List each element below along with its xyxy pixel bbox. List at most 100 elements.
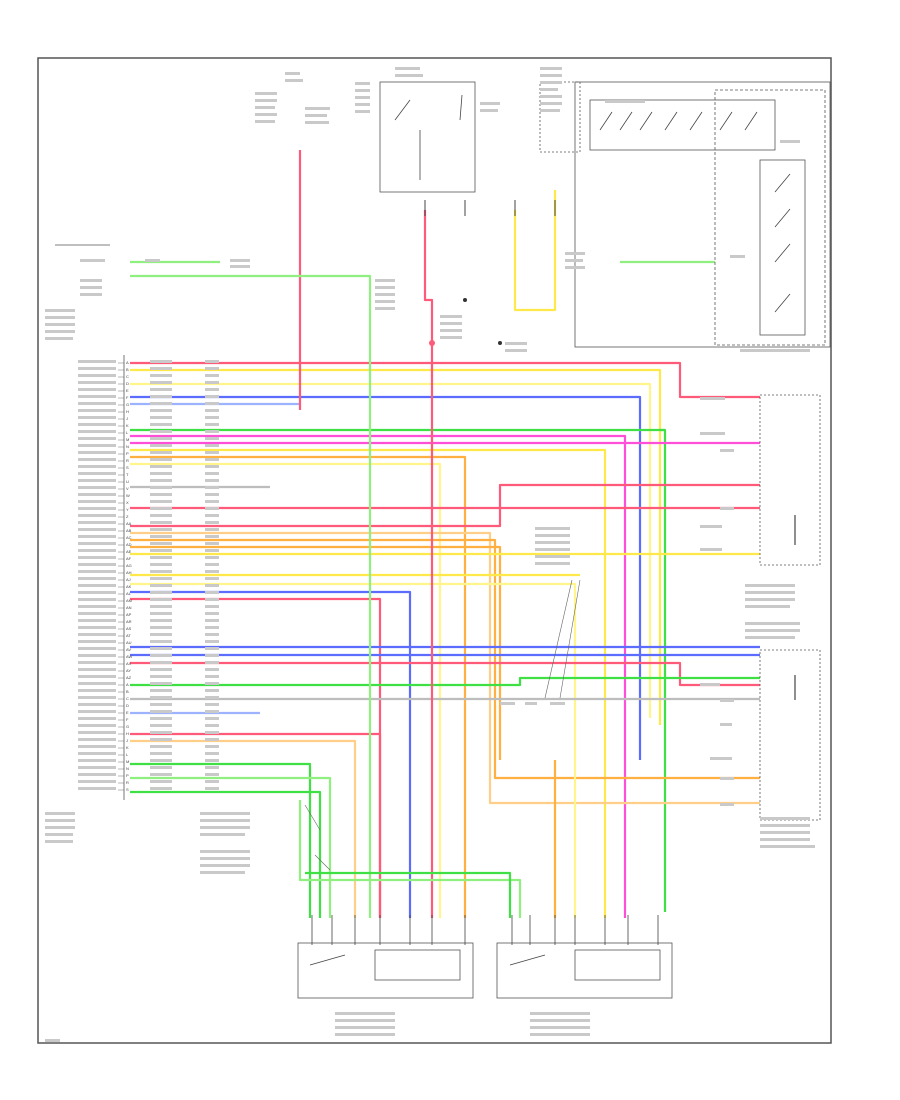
pin-id: AX bbox=[126, 661, 132, 666]
wire-code bbox=[205, 360, 219, 363]
right-label bbox=[720, 449, 734, 452]
right-label bbox=[760, 845, 815, 848]
wire-run bbox=[130, 590, 412, 918]
pin-id: N bbox=[126, 444, 129, 449]
top-label bbox=[305, 107, 330, 110]
pin-id: V bbox=[126, 486, 129, 491]
wire-run bbox=[130, 762, 312, 918]
wire-code bbox=[150, 584, 172, 587]
top-label bbox=[780, 140, 800, 143]
pin-id: D bbox=[126, 381, 129, 386]
mid-label bbox=[230, 265, 250, 268]
wire-code bbox=[205, 591, 219, 594]
wire-code bbox=[205, 388, 219, 391]
wire-run bbox=[130, 776, 332, 918]
wire-code bbox=[205, 465, 219, 468]
wire-code bbox=[150, 458, 172, 461]
wire-code bbox=[205, 619, 219, 622]
wire-run bbox=[130, 434, 627, 918]
wire-code bbox=[150, 395, 172, 398]
top-label bbox=[480, 109, 498, 112]
bottom-label bbox=[530, 1033, 590, 1036]
bottom-right-module bbox=[496, 942, 673, 999]
wire-code bbox=[205, 472, 219, 475]
pin-label bbox=[78, 696, 116, 699]
bottom-left-module bbox=[297, 942, 474, 999]
top-label bbox=[255, 106, 275, 109]
pin-id: X bbox=[126, 500, 129, 505]
right-label bbox=[745, 591, 795, 594]
wire-code bbox=[150, 703, 172, 706]
wire-code bbox=[150, 724, 172, 727]
wire-code bbox=[150, 423, 172, 426]
lower-label bbox=[45, 840, 73, 843]
pin-label bbox=[78, 430, 116, 433]
wire-code bbox=[150, 731, 172, 734]
pin-label bbox=[78, 409, 116, 412]
pin-id: S bbox=[126, 465, 129, 470]
wire-code bbox=[205, 773, 219, 776]
right-label bbox=[720, 699, 734, 702]
pin-id: AF bbox=[126, 556, 132, 561]
pin-label bbox=[78, 493, 116, 496]
wire-code bbox=[205, 626, 219, 629]
pin-label bbox=[78, 507, 116, 510]
wire-code bbox=[205, 570, 219, 573]
pin-id: J bbox=[126, 416, 128, 421]
pin-id: B bbox=[126, 689, 129, 694]
top-label bbox=[305, 121, 329, 124]
pin-label bbox=[78, 654, 116, 657]
pin-id: AW bbox=[126, 654, 133, 659]
bottom-left-sub bbox=[374, 949, 461, 981]
top-label bbox=[355, 82, 370, 85]
wire-code bbox=[150, 500, 172, 503]
right-label bbox=[710, 757, 732, 760]
left-label bbox=[45, 337, 73, 340]
pin-label bbox=[78, 689, 116, 692]
wire-code bbox=[150, 598, 172, 601]
wire-code bbox=[205, 374, 219, 377]
pin-id: AN bbox=[126, 605, 132, 610]
pin-id: P bbox=[126, 451, 129, 456]
wire-code bbox=[150, 388, 172, 391]
left-label bbox=[80, 279, 102, 282]
wire-code bbox=[150, 521, 172, 524]
bottom-label bbox=[335, 1026, 395, 1029]
mid-label bbox=[375, 286, 395, 289]
right-label bbox=[745, 584, 795, 587]
pin-label bbox=[78, 647, 116, 650]
pin-label bbox=[78, 766, 116, 769]
top-label bbox=[540, 95, 562, 98]
wire-code bbox=[205, 500, 219, 503]
pin-id: S bbox=[126, 787, 129, 792]
relay-contact bbox=[394, 99, 411, 121]
switch-bank-box bbox=[589, 99, 776, 151]
center-label bbox=[535, 555, 570, 558]
wire-run bbox=[130, 483, 760, 528]
pin-label bbox=[78, 591, 116, 594]
pin-label bbox=[78, 458, 116, 461]
pin-label bbox=[78, 626, 116, 629]
wire-code bbox=[150, 696, 172, 699]
wire-run bbox=[130, 538, 760, 780]
right-module-frame bbox=[714, 89, 826, 346]
ground-dot bbox=[463, 298, 467, 302]
pin-id: D bbox=[126, 703, 129, 708]
wire-run bbox=[130, 361, 760, 399]
bottom-switch bbox=[509, 954, 546, 966]
wire-code bbox=[205, 752, 219, 755]
wire-code bbox=[205, 654, 219, 657]
wire-code bbox=[150, 549, 172, 552]
wire-code bbox=[150, 542, 172, 545]
pin-label bbox=[78, 598, 116, 601]
pin-label bbox=[78, 717, 116, 720]
bottom-label bbox=[530, 1026, 590, 1029]
lower-label bbox=[200, 833, 245, 836]
mid-label bbox=[145, 259, 160, 262]
wire-lower-green-2 bbox=[305, 871, 512, 918]
pin-id: AB bbox=[126, 528, 132, 533]
pin-label bbox=[78, 535, 116, 538]
center-label bbox=[550, 702, 565, 705]
wire-code bbox=[150, 675, 172, 678]
pin-id: K bbox=[126, 423, 129, 428]
